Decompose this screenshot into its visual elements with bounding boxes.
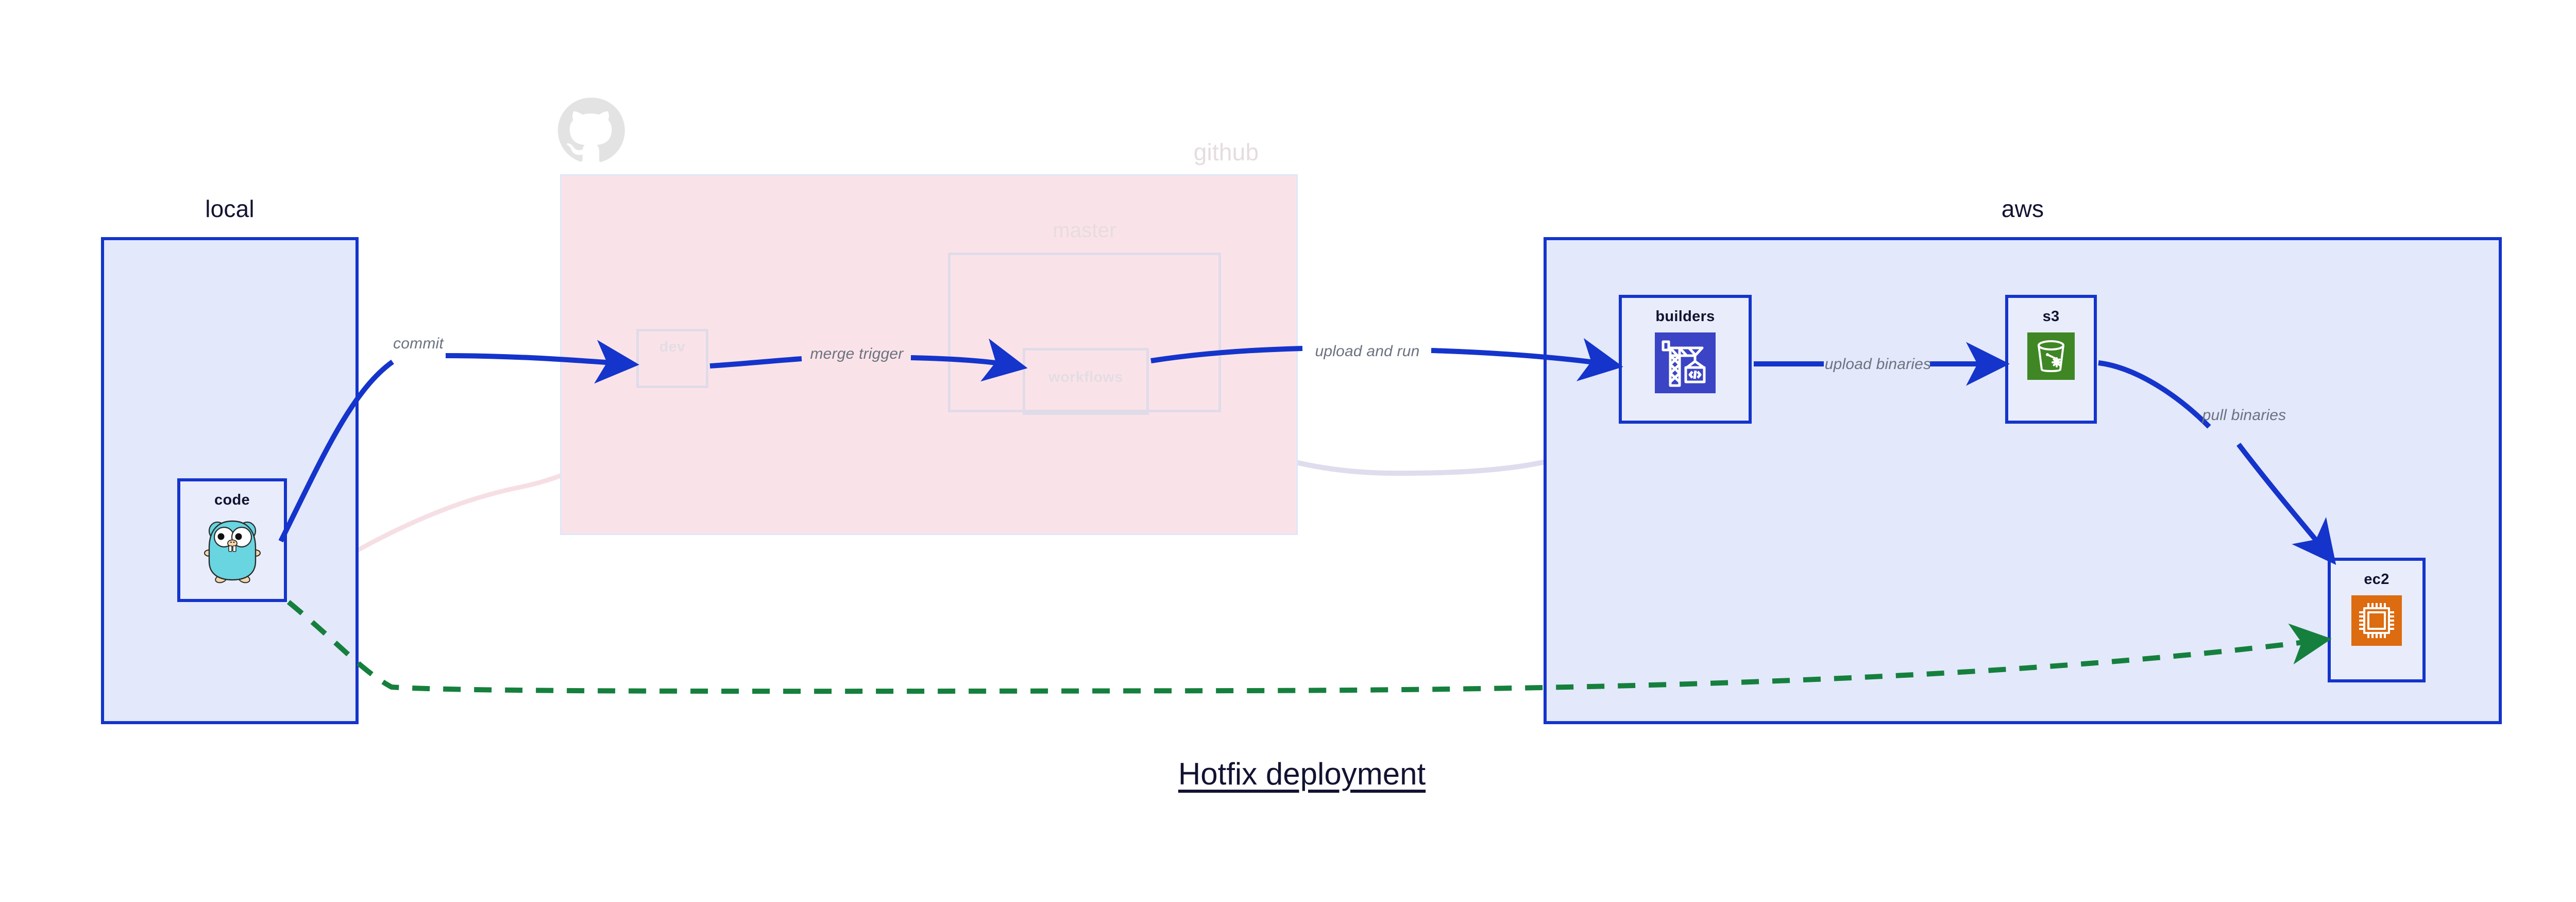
- node-builders[interactable]: builders: [1619, 295, 1752, 424]
- group-label-aws: aws: [2001, 195, 2044, 222]
- edge-label-upload-and-run: upload and run: [1315, 343, 1420, 360]
- group-label-local: local: [205, 195, 255, 222]
- group-label-master: master: [1053, 219, 1116, 242]
- edge-pull-binaries: [2236, 442, 2336, 565]
- group-label-github: github: [1193, 139, 1259, 165]
- node-s3-label: s3: [2042, 308, 2060, 325]
- group-master: [948, 253, 1221, 412]
- node-ec2-label: ec2: [2364, 571, 2389, 588]
- edge-label-upload-binaries: upload binaries: [1824, 356, 1931, 373]
- node-workflows[interactable]: workflows: [1023, 348, 1149, 415]
- node-code[interactable]: code: [177, 478, 287, 602]
- edge-commit-tail: [445, 340, 639, 384]
- edge-merge-trigger: [910, 338, 1028, 382]
- edge-upload-and-run-head: [1150, 346, 1303, 363]
- group-github: [560, 174, 1298, 535]
- edge-commit: [278, 359, 394, 543]
- node-workflows-label: workflows: [1048, 369, 1123, 386]
- edge-pull-binaries-head: [2098, 360, 2211, 429]
- node-ec2[interactable]: ec2: [2328, 558, 2426, 682]
- edge-label-pull-binaries: pull binaries: [2202, 407, 2286, 424]
- aws-s3-bucket-icon: [2027, 332, 2075, 382]
- edge-hotfix-direct: [286, 600, 2332, 694]
- node-s3[interactable]: s3: [2005, 295, 2097, 424]
- diagram-title: Hotfix deployment: [1178, 757, 1426, 791]
- edge-upload-and-run: [1431, 338, 1623, 381]
- edge-label-commit: commit: [393, 335, 444, 352]
- go-gopher-icon: [202, 516, 262, 587]
- node-code-label: code: [214, 492, 250, 508]
- aws-codebuild-crane-icon: [1655, 332, 1716, 396]
- edge-label-merge-trigger: merge trigger: [810, 345, 904, 362]
- node-dev-label: dev: [659, 339, 686, 355]
- aws-ec2-chip-icon: [2351, 595, 2402, 648]
- edge-merge-trigger-head: [709, 356, 802, 369]
- node-builders-label: builders: [1655, 308, 1715, 325]
- github-octocat-icon: [557, 97, 625, 162]
